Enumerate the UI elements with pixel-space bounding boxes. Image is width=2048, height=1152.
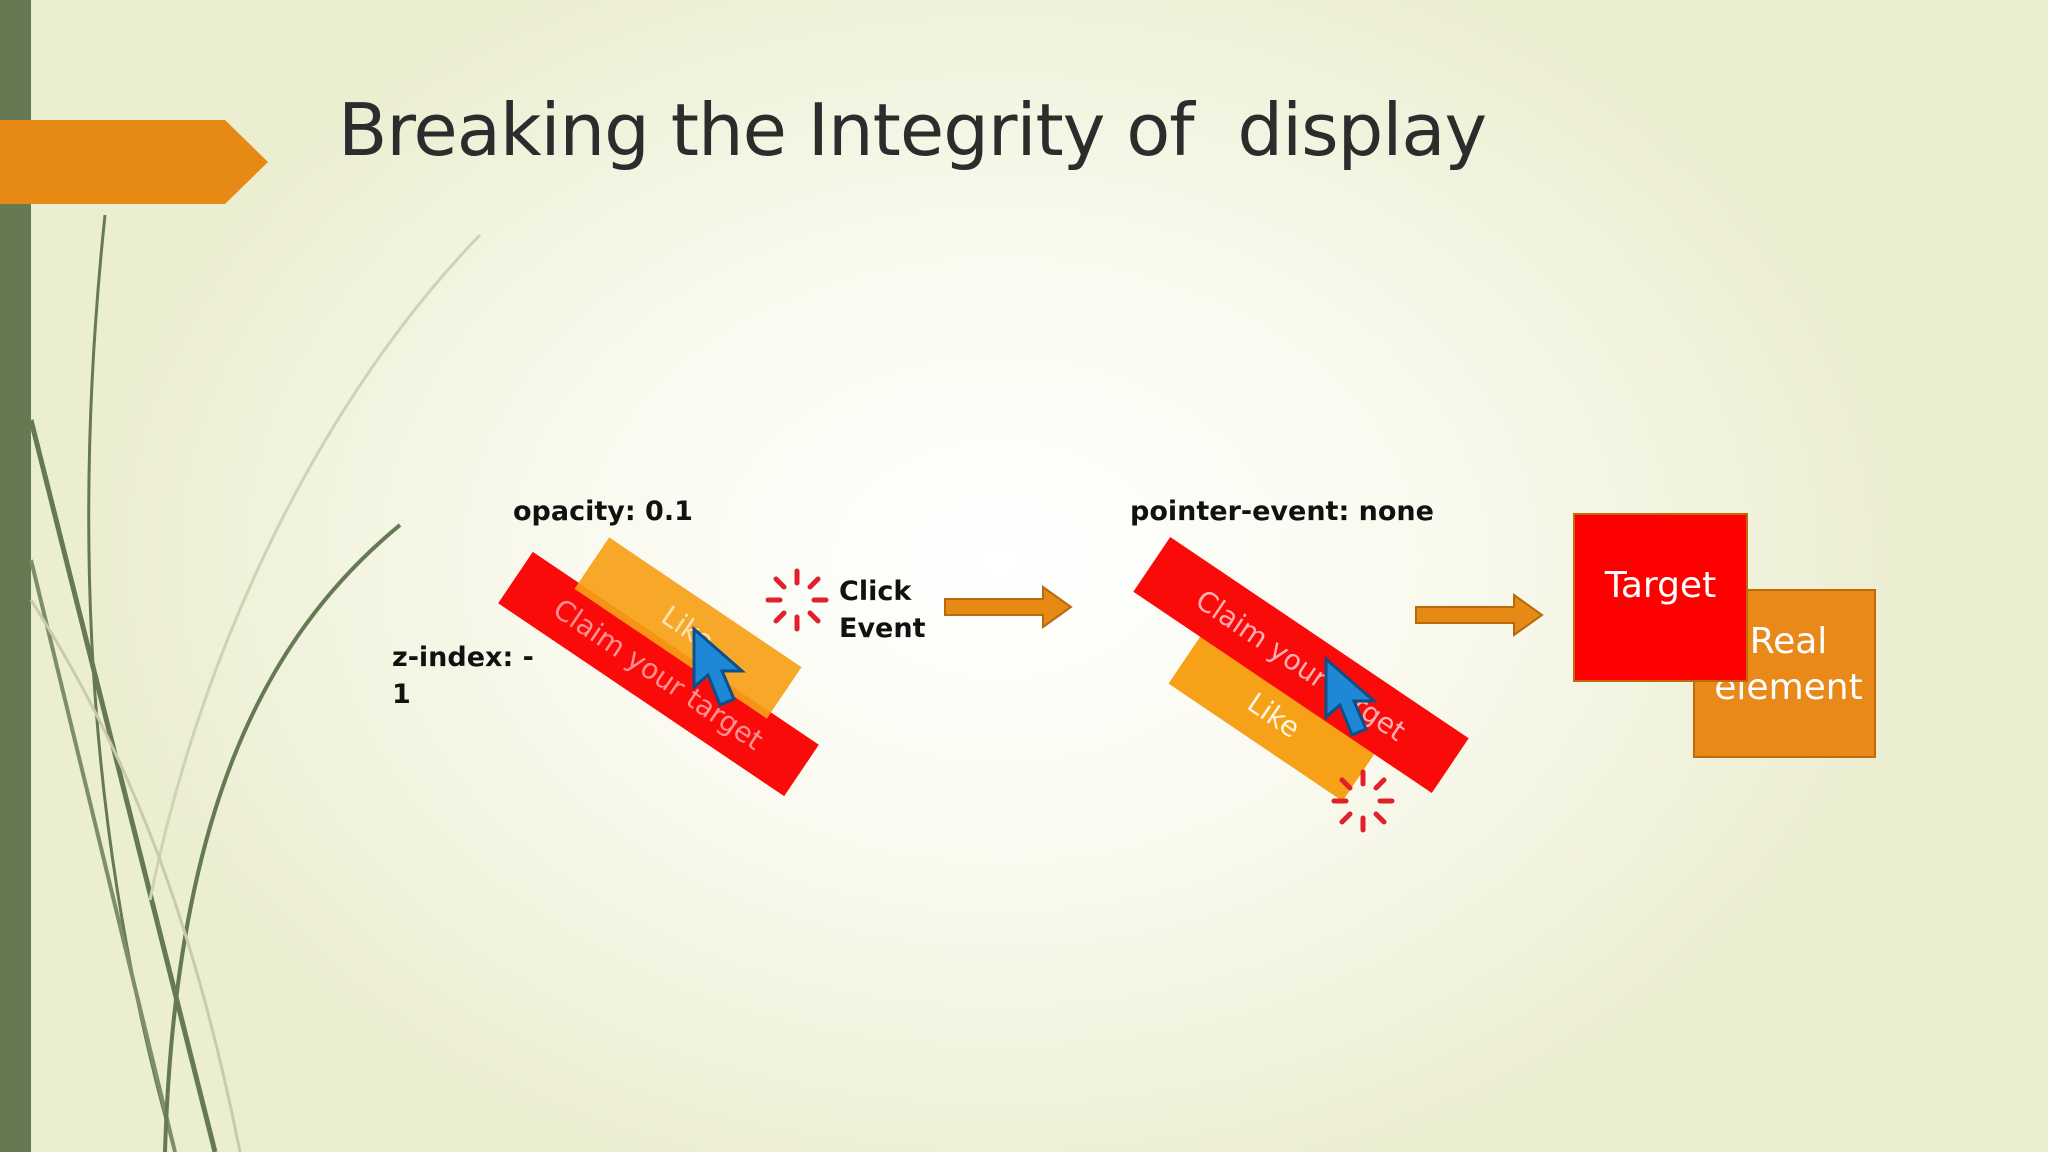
zindex-label-line2: 1 xyxy=(392,676,534,713)
click-event-label: Click Event xyxy=(839,573,925,647)
zindex-label: z-index: - 1 xyxy=(392,639,534,713)
click-burst-icon xyxy=(764,567,830,633)
arrow-right-icon-2 xyxy=(1414,593,1546,638)
slide-title: Breaking the Integrity of display xyxy=(338,88,1486,172)
opacity-label: opacity: 0.1 xyxy=(513,493,693,530)
click-burst-icon xyxy=(1330,768,1396,834)
target-box: Target xyxy=(1573,513,1748,682)
cursor-arrow-icon xyxy=(690,625,760,710)
arrow-right-icon-1 xyxy=(943,585,1075,630)
click-event-line1: Click xyxy=(839,573,925,610)
cursor-arrow-icon xyxy=(1322,655,1392,740)
click-event-line2: Event xyxy=(839,610,925,647)
pointer-event-label: pointer-event: none xyxy=(1130,493,1434,530)
target-label: Target xyxy=(1605,565,1716,606)
zindex-label-line1: z-index: - xyxy=(392,639,534,676)
